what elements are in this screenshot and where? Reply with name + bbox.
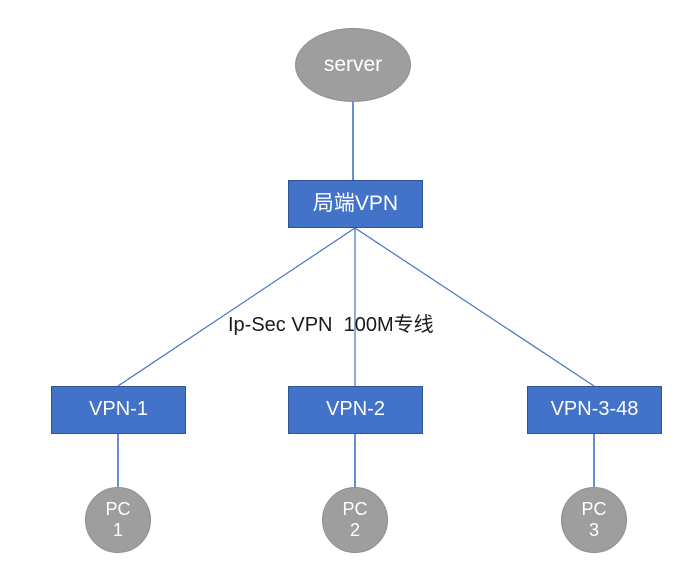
node-vpn-1-label: VPN-1 <box>89 398 148 421</box>
node-server-label: server <box>323 52 383 76</box>
node-vpn-3-48-label: VPN-3-48 <box>550 398 639 421</box>
node-vpn-core-label: 局端VPN <box>312 191 399 215</box>
edge-vpn-core-to-vpn-3 <box>354 227 595 387</box>
node-vpn-2-label: VPN-2 <box>326 398 385 421</box>
node-vpn-3-48[interactable]: VPN-3-48 <box>527 386 662 434</box>
edge-vpn-core-to-vpn-1 <box>117 227 356 387</box>
node-pc-2[interactable]: PC 2 <box>322 487 388 553</box>
node-vpn-2[interactable]: VPN-2 <box>288 386 423 434</box>
node-pc-3-index: 3 <box>588 520 599 540</box>
node-pc-1[interactable]: PC 1 <box>85 487 151 553</box>
node-vpn-core[interactable]: 局端VPN <box>288 180 423 228</box>
node-vpn-1[interactable]: VPN-1 <box>51 386 186 434</box>
node-pc-2-index: 2 <box>349 520 360 540</box>
node-pc-2-label: PC <box>342 498 368 519</box>
edge-label-ipsec-vpn: Ip-Sec VPN 100M专线 <box>228 314 434 336</box>
node-pc-3[interactable]: PC 3 <box>561 487 627 553</box>
node-pc-1-index: 1 <box>112 520 123 540</box>
node-pc-3-label: PC <box>581 498 607 519</box>
node-server[interactable]: server <box>295 28 411 102</box>
node-pc-1-label: PC <box>105 498 131 519</box>
